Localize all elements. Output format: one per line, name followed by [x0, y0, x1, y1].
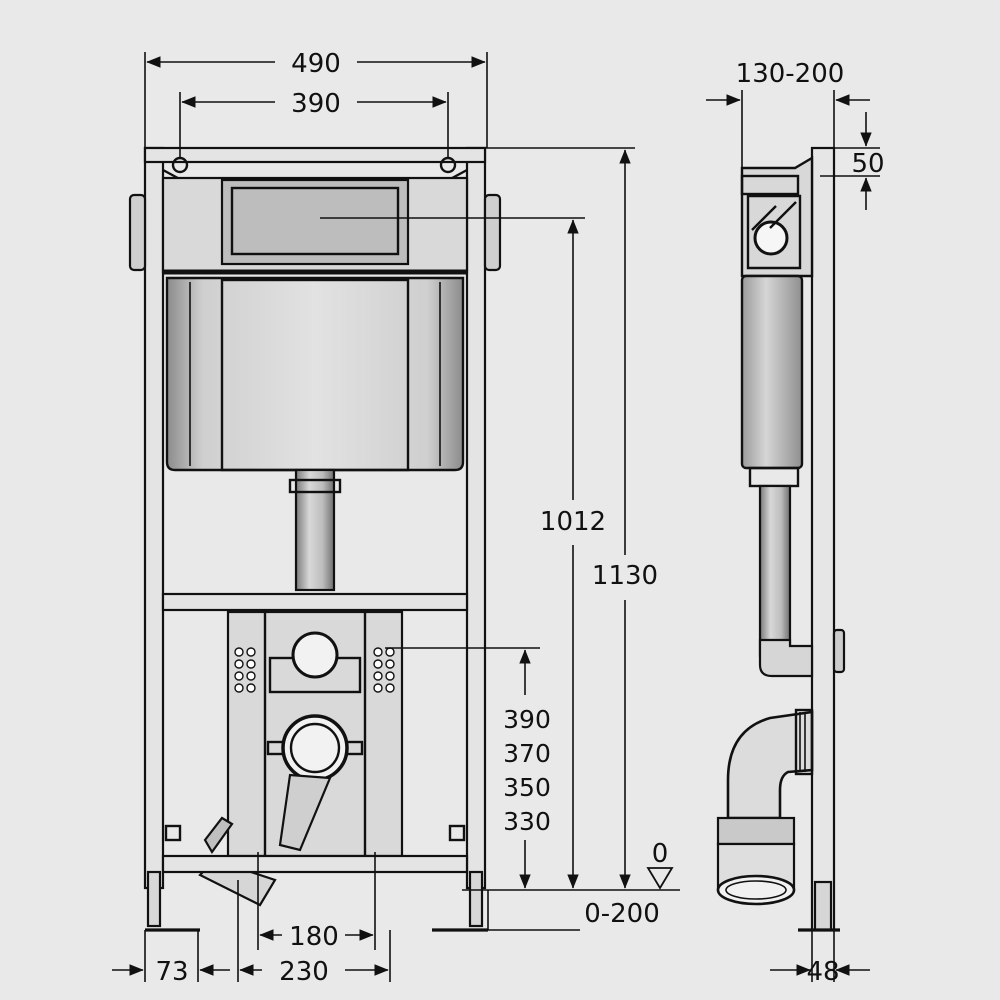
front-view	[128, 146, 502, 932]
flush-plate-inner	[230, 186, 400, 256]
side-rail	[810, 146, 836, 932]
dim-inner-width: 390	[291, 89, 341, 119]
waste-pipe	[278, 773, 332, 852]
side-flush-bend	[758, 638, 814, 678]
side-top-cap	[740, 174, 800, 196]
flush-outlet	[291, 631, 339, 679]
dim-height-button: 1012	[540, 507, 606, 537]
side-valve-ring	[753, 220, 789, 256]
clamp-left	[164, 824, 182, 842]
dim-foot-span: 230	[279, 957, 329, 987]
clamp-right	[448, 824, 466, 842]
middle-crossbar	[161, 592, 469, 612]
dim-height-total: 1130	[592, 561, 658, 591]
waste-outlet	[281, 714, 349, 782]
flush-plate-opening	[220, 178, 410, 266]
cistern-body	[165, 276, 465, 472]
dim-top-width: 490	[291, 49, 341, 79]
side-valve-window	[746, 194, 802, 270]
bolt-hole-grid-right	[373, 647, 395, 693]
right-upright	[465, 146, 487, 890]
dimension-labels: 490 390 130-200 50 1012 1130 390 370 350…	[155, 49, 884, 987]
dim-top-offset: 50	[851, 149, 884, 179]
dim-side-foot: 48	[806, 957, 839, 987]
dim-foot-left: 73	[155, 957, 188, 987]
dim-outlet-height-4: 330	[503, 807, 551, 836]
flush-pipe-collar	[288, 478, 342, 494]
bottom-crossbar	[161, 854, 469, 874]
left-diagonal-brace	[203, 816, 234, 855]
dimension-lines	[112, 52, 880, 982]
top-crossbar	[143, 146, 487, 164]
adjustable-feet	[145, 870, 488, 932]
right-wall-bracket	[483, 193, 502, 272]
left-wall-bracket	[128, 193, 147, 272]
left-upright	[143, 146, 165, 890]
dim-outlet-height-3: 350	[503, 773, 551, 802]
dim-side-depth: 130-200	[736, 59, 845, 89]
side-valve-linkage	[751, 201, 797, 231]
side-waste-elbow	[716, 708, 814, 906]
side-cistern-body	[740, 274, 804, 470]
side-view	[716, 146, 846, 932]
side-flush-pipe	[758, 484, 792, 658]
dim-floor-level: 0	[652, 839, 669, 869]
dim-outlet-height-2: 370	[503, 739, 551, 768]
pan-connector-plate	[226, 610, 404, 858]
flush-pipe	[294, 468, 336, 592]
dim-inlet-spacing: 180	[289, 922, 339, 952]
side-cistern-base	[748, 466, 800, 488]
bolt-hole-grid-left	[234, 647, 256, 693]
dim-floor-range: 0-200	[584, 899, 660, 929]
floor-level-symbol	[646, 867, 674, 890]
dim-outlet-height-1: 390	[503, 705, 551, 734]
side-foot	[813, 880, 833, 932]
side-bracket	[832, 628, 846, 674]
